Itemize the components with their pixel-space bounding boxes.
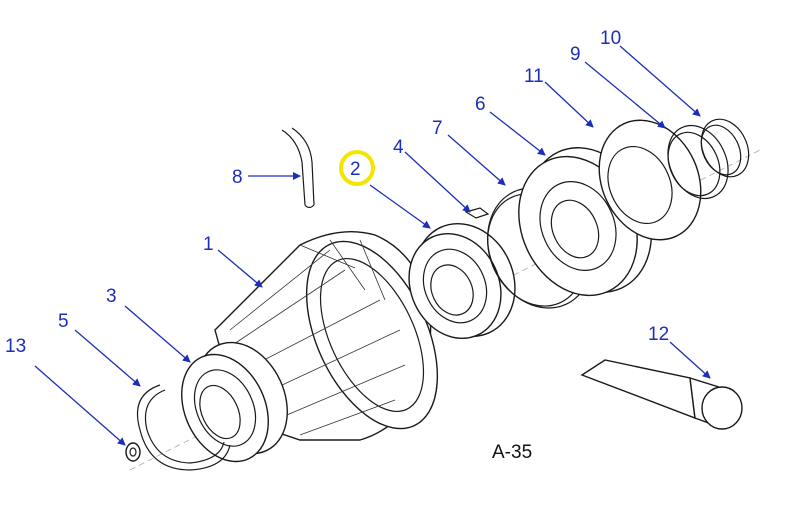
callout-8: 8 [232, 167, 243, 188]
part-10-ring [700, 118, 750, 178]
callout-5: 5 [58, 311, 69, 332]
callout-6: 6 [475, 94, 486, 115]
callout-13: 13 [5, 336, 26, 357]
part-11-cover [598, 119, 702, 241]
callout-11: 11 [524, 66, 544, 87]
leader-lines [34, 45, 711, 446]
part-13-washer [125, 442, 141, 462]
callout-7: 7 [432, 118, 443, 139]
part-4-clip [464, 207, 490, 219]
callout-9: 9 [570, 44, 581, 65]
part-8-rod [281, 127, 315, 209]
callout-4: 4 [393, 137, 404, 158]
part-9-ring [667, 124, 729, 200]
part-5-snap-ring [136, 384, 231, 471]
part-2-bearing [408, 222, 516, 340]
highlight-circle [339, 150, 375, 186]
part-3-bearing [181, 341, 288, 463]
callout-1: 1 [203, 234, 214, 255]
part-12-grease-tube [580, 359, 743, 430]
callout-12: 12 [648, 324, 669, 345]
callout-3: 3 [106, 286, 117, 307]
figure-label: A-35 [492, 442, 532, 463]
callout-10: 10 [600, 28, 621, 49]
callout-2: 2 [350, 159, 361, 180]
